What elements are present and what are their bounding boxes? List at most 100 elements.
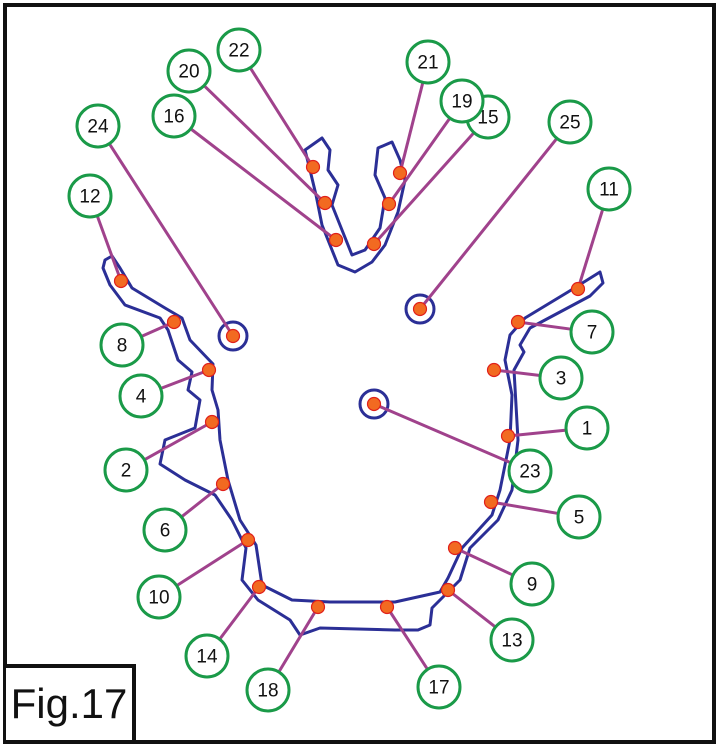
callout-19: 19	[439, 78, 485, 124]
leader-line	[161, 368, 210, 390]
point-marker	[240, 532, 256, 548]
point-marker	[392, 165, 408, 181]
point-marker	[483, 494, 499, 510]
leader-line	[373, 402, 511, 464]
leader-line	[517, 320, 571, 331]
callout-9: 9	[509, 561, 555, 607]
callout-5: 5	[556, 494, 602, 540]
callout-number: 13	[501, 631, 522, 652]
callout-number: 17	[428, 678, 449, 699]
leader-line	[507, 428, 566, 438]
callout-ring	[556, 494, 602, 540]
callout-22: 22	[216, 27, 262, 73]
callout-number: 19	[451, 92, 472, 113]
callout-2: 2	[103, 447, 149, 493]
point-marker	[204, 414, 220, 430]
callout-number: 1	[582, 419, 593, 440]
point-marker	[570, 281, 586, 297]
leader-line	[190, 128, 337, 242]
callout-ring	[166, 48, 212, 94]
point-marker	[366, 396, 382, 412]
callout-7: 7	[569, 309, 615, 355]
callout-ring	[439, 78, 485, 124]
callout-18: 18	[245, 667, 291, 713]
callout-number: 20	[178, 62, 199, 83]
callout-ring	[538, 355, 584, 401]
point-marker	[486, 362, 502, 378]
leader-line	[387, 118, 451, 205]
point-marker	[251, 579, 267, 595]
callout-14: 14	[184, 633, 230, 679]
isolated-point-ring	[358, 388, 390, 420]
callout-number: 21	[417, 53, 438, 74]
callout-ring	[67, 173, 113, 219]
callout-8: 8	[99, 322, 145, 368]
callout-ring	[136, 574, 182, 620]
callout-number: 3	[556, 369, 567, 390]
callout-ring	[99, 322, 145, 368]
point-marker	[215, 476, 231, 492]
callout-number: 10	[148, 588, 169, 609]
callout-20: 20	[166, 48, 212, 94]
leader-line	[490, 500, 558, 515]
callout-number: 16	[163, 107, 184, 128]
point-marker	[317, 195, 333, 211]
point-marker	[510, 314, 526, 330]
leader-line	[398, 82, 425, 174]
callout-number: 23	[519, 462, 540, 483]
point-marker	[201, 362, 217, 378]
callout-11: 11	[586, 166, 632, 212]
point-marker	[113, 273, 129, 289]
callout-25: 25	[547, 99, 593, 145]
callout-13: 13	[489, 617, 535, 663]
point-marker	[440, 582, 456, 598]
leader-line	[493, 368, 540, 377]
isolated-point-ring	[217, 320, 249, 352]
callout-ring	[118, 373, 164, 419]
leader-line	[385, 606, 429, 670]
callout-16: 16	[151, 93, 197, 139]
callout-ring	[569, 309, 615, 355]
point-marker	[305, 159, 321, 175]
callout-number: 25	[559, 113, 580, 134]
figure-label: Fig.17	[6, 664, 136, 740]
callout-ring	[509, 561, 555, 607]
callout-number: 14	[196, 647, 218, 668]
leader-line	[203, 85, 327, 205]
callout-10: 10	[136, 574, 182, 620]
leader-line	[219, 586, 261, 640]
leader-line	[181, 482, 224, 518]
callout-number: 7	[587, 323, 598, 344]
callout-17: 17	[416, 664, 462, 710]
callout-3: 3	[538, 355, 584, 401]
callout-6: 6	[142, 507, 188, 553]
point-marker	[447, 540, 463, 556]
point-marker	[166, 314, 182, 330]
callout-number: 8	[117, 336, 128, 357]
callout-ring	[142, 507, 188, 553]
point-marker	[379, 599, 395, 615]
callout-ring	[103, 447, 149, 493]
callout-ring	[547, 99, 593, 145]
leader-line	[454, 546, 513, 577]
callout-23: 23	[507, 448, 553, 494]
leader-line	[108, 143, 235, 337]
callout-number: 15	[477, 108, 498, 129]
point-marker	[310, 599, 326, 615]
callout-number: 22	[228, 41, 249, 62]
point-marker	[381, 196, 397, 212]
point-marker	[225, 328, 241, 344]
leader-line	[418, 138, 558, 310]
callout-ring	[507, 448, 553, 494]
leader-line	[249, 67, 315, 168]
callout-ring	[245, 667, 291, 713]
callout-ring	[216, 27, 262, 73]
isolated-point-ring	[404, 293, 436, 325]
callout-number: 24	[87, 117, 109, 138]
callout-ring	[75, 103, 121, 149]
point-marker	[328, 232, 344, 248]
point-marker	[366, 236, 382, 252]
callout-21: 21	[405, 39, 451, 85]
callout-number: 6	[160, 521, 171, 542]
callout-ring	[184, 633, 230, 679]
